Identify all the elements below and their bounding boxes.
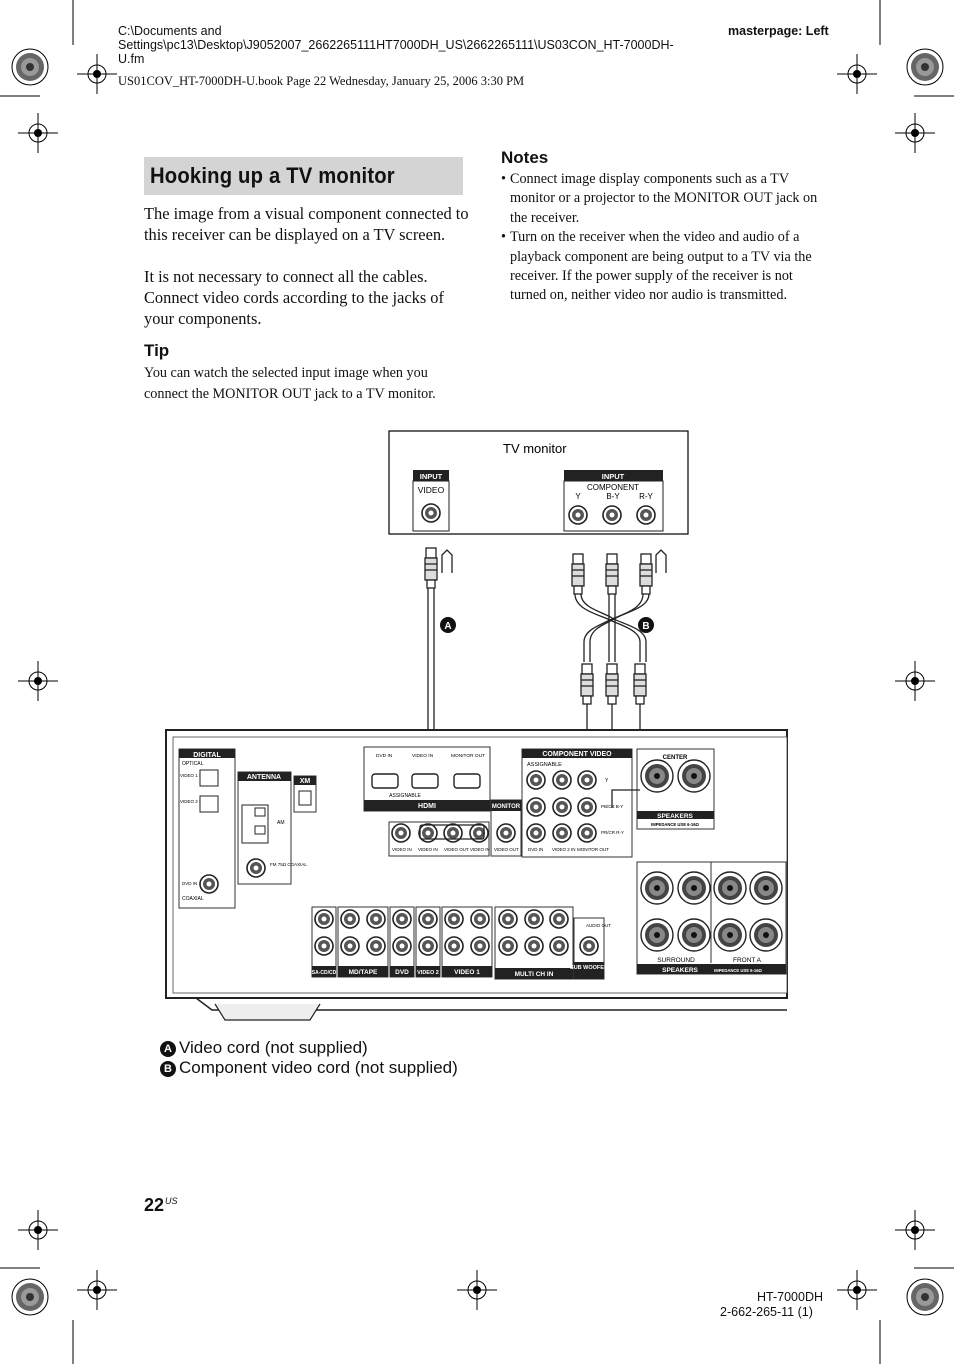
intro-paragraph-2: It is not necessary to connect all the c… bbox=[144, 267, 444, 328]
svg-text:COMPONENT VIDEO: COMPONENT VIDEO bbox=[542, 751, 612, 758]
header-masterpage: masterpage: Left bbox=[728, 24, 829, 38]
svg-text:CENTER: CENTER bbox=[663, 755, 688, 761]
svg-text:ASSIGNABLE: ASSIGNABLE bbox=[527, 762, 562, 768]
svg-text:VIDEO IN: VIDEO IN bbox=[392, 847, 412, 852]
cable-b-badge: B bbox=[638, 617, 654, 633]
svg-text:SUB WOOFER: SUB WOOFER bbox=[570, 965, 608, 971]
receiver-rear-panel: DIGITAL OPTICAL VIDEO 1 IN VIDEO 2 IN DV… bbox=[165, 729, 788, 1021]
notes-list: Connect image display components such as… bbox=[501, 170, 823, 306]
svg-text:VIDEO 2 IN: VIDEO 2 IN bbox=[552, 847, 576, 852]
svg-text:ANTENNA: ANTENNA bbox=[247, 774, 281, 781]
svg-text:VIDEO IN: VIDEO IN bbox=[470, 847, 490, 852]
legend-b-text: Component video cord (not supplied) bbox=[179, 1058, 458, 1077]
svg-text:MONITOR: MONITOR bbox=[492, 804, 521, 810]
note-item-1: Connect image display components such as… bbox=[501, 170, 823, 228]
svg-text:VIDEO IN: VIDEO IN bbox=[418, 847, 438, 852]
svg-text:FRONT A: FRONT A bbox=[733, 957, 762, 964]
svg-text:PR/CR R-Y: PR/CR R-Y bbox=[601, 830, 624, 835]
svg-text:XM: XM bbox=[300, 778, 311, 785]
svg-text:SPEAKERS: SPEAKERS bbox=[657, 813, 693, 820]
header-file-path: C:\Documents and Settings\pc13\Desktop\J… bbox=[118, 24, 674, 66]
tv-component-input-label: INPUT bbox=[602, 472, 625, 481]
svg-text:SURROUND: SURROUND bbox=[657, 957, 695, 964]
svg-text:MONITOR OUT: MONITOR OUT bbox=[451, 753, 485, 759]
header-book-info: US01COV_HT-7000DH-U.book Page 22 Wednesd… bbox=[118, 74, 525, 88]
notes-heading: Notes bbox=[501, 148, 549, 167]
footer-doc-code: 2-662-265-11 (1) bbox=[720, 1305, 813, 1319]
svg-text:DVD IN: DVD IN bbox=[182, 881, 197, 886]
legend-a-badge: A bbox=[160, 1041, 176, 1057]
section-title: Hooking up a TV monitor bbox=[150, 163, 395, 188]
svg-text:Y: Y bbox=[605, 778, 609, 784]
svg-text:COAXIAL: COAXIAL bbox=[182, 896, 204, 902]
svg-text:A: A bbox=[444, 621, 451, 632]
svg-text:VIDEO 2: VIDEO 2 bbox=[417, 970, 439, 976]
tv-input-label: INPUT bbox=[420, 472, 443, 481]
svg-text:DIGITAL: DIGITAL bbox=[193, 752, 221, 759]
tv-component-label: COMPONENT bbox=[587, 483, 639, 492]
svg-text:R-Y: R-Y bbox=[639, 492, 653, 501]
svg-text:B-Y: B-Y bbox=[606, 492, 620, 501]
svg-text:VIDEO 2 IN: VIDEO 2 IN bbox=[180, 799, 204, 804]
svg-text:AUDIO OUT: AUDIO OUT bbox=[586, 923, 611, 928]
tv-video-label: VIDEO bbox=[418, 485, 445, 495]
svg-text:IMPEDANCE USE 6-16Ω: IMPEDANCE USE 6-16Ω bbox=[714, 968, 762, 973]
svg-text:FM 75Ω COAXIAL: FM 75Ω COAXIAL bbox=[270, 862, 307, 867]
svg-text:VIDEO 1 IN: VIDEO 1 IN bbox=[180, 773, 204, 778]
legend-a-text: Video cord (not supplied) bbox=[179, 1038, 368, 1057]
tip-heading: Tip bbox=[144, 341, 170, 360]
svg-text:VIDEO IN: VIDEO IN bbox=[412, 753, 434, 759]
svg-text:VIDEO OUT: VIDEO OUT bbox=[494, 847, 519, 852]
cable-a-badge: A bbox=[440, 617, 456, 633]
svg-text:VIDEO OUT: VIDEO OUT bbox=[444, 847, 469, 852]
svg-text:DVD: DVD bbox=[395, 969, 409, 976]
svg-text:OPTICAL: OPTICAL bbox=[182, 761, 204, 767]
tip-text: You can watch the selected input image w… bbox=[144, 365, 436, 402]
svg-text:SA-CD/CD: SA-CD/CD bbox=[312, 970, 337, 976]
svg-text:ASSIGNABLE: ASSIGNABLE bbox=[389, 793, 421, 799]
svg-text:MONITOR OUT: MONITOR OUT bbox=[577, 847, 609, 852]
tv-monitor-label: TV monitor bbox=[503, 441, 567, 456]
svg-text:HDMI: HDMI bbox=[418, 803, 436, 810]
svg-text:IMPEDANCE USE 6-16Ω: IMPEDANCE USE 6-16Ω bbox=[651, 822, 699, 827]
svg-text:DVD IN: DVD IN bbox=[376, 753, 393, 759]
section-title-bar bbox=[144, 157, 463, 195]
footer-model: HT-7000DH bbox=[757, 1290, 823, 1304]
svg-text:AM: AM bbox=[277, 820, 285, 826]
svg-text:MULTI CH IN: MULTI CH IN bbox=[515, 971, 554, 978]
tv-monitor: TV monitor INPUT VIDEO INPUT COMPONENT Y… bbox=[388, 430, 689, 535]
svg-text:B: B bbox=[642, 621, 649, 632]
svg-text:SPEAKERS: SPEAKERS bbox=[662, 967, 698, 974]
intro-paragraph-1: The image from a visual component connec… bbox=[144, 204, 469, 244]
legend-b-badge: B bbox=[160, 1061, 176, 1077]
svg-text:Y: Y bbox=[575, 492, 581, 501]
note-item-2: Turn on the receiver when the video and … bbox=[501, 228, 823, 306]
svg-text:MD/TAPE: MD/TAPE bbox=[349, 969, 378, 976]
svg-text:VIDEO 1: VIDEO 1 bbox=[454, 969, 480, 976]
svg-text:DVD IN: DVD IN bbox=[528, 847, 543, 852]
page-number: 22US bbox=[144, 1195, 178, 1215]
